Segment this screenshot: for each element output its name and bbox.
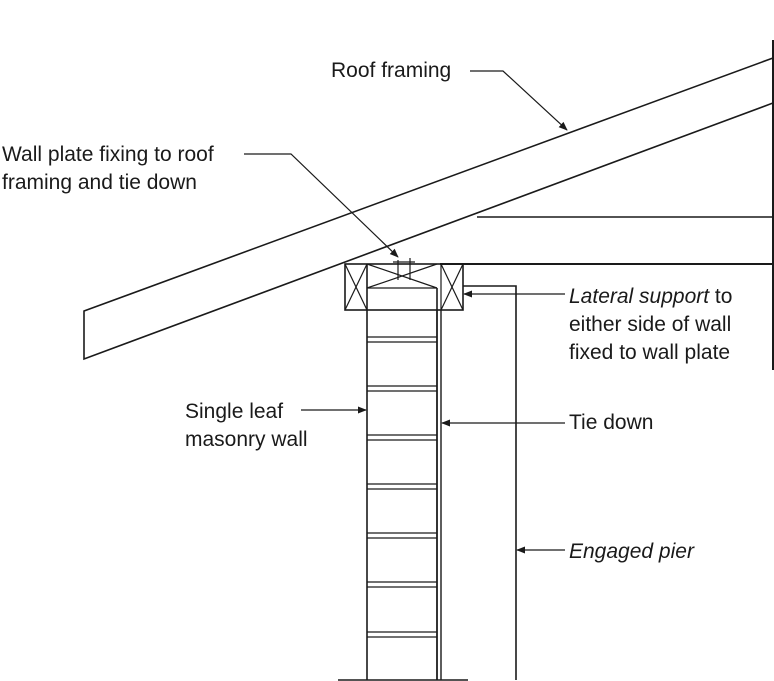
label-lateral-support-line3: fixed to wall plate [569, 341, 730, 364]
label-engaged-pier: Engaged pier [569, 540, 695, 563]
label-tie-down: Tie down [569, 411, 653, 434]
label-lateral-support-to: to [709, 285, 732, 308]
wall-plate [344, 263, 464, 311]
label-masonry-line1: Single leaf [185, 400, 283, 423]
label-lateral-support-line1: Lateral support to [569, 285, 732, 308]
ceiling-structure [440, 40, 774, 370]
brick-courses [367, 336, 437, 638]
label-lateral-support-italic: Lateral support [569, 285, 710, 308]
engaged-pier [463, 285, 517, 680]
leader-lines [244, 70, 568, 554]
label-masonry-line2: masonry wall [185, 428, 308, 451]
leader-wall-plate [244, 153, 399, 258]
label-roof-framing: Roof framing [331, 59, 451, 82]
label-wall-plate-line2: framing and tie down [2, 171, 197, 194]
label-wall-plate-line1: Wall plate fixing to roof [2, 143, 214, 166]
tie-down-rod [436, 310, 442, 680]
masonry-wall [366, 264, 438, 680]
tie-down-fixing [393, 258, 415, 280]
leader-roof-framing [470, 70, 568, 131]
label-lateral-support-line2: either side of wall [569, 313, 731, 336]
